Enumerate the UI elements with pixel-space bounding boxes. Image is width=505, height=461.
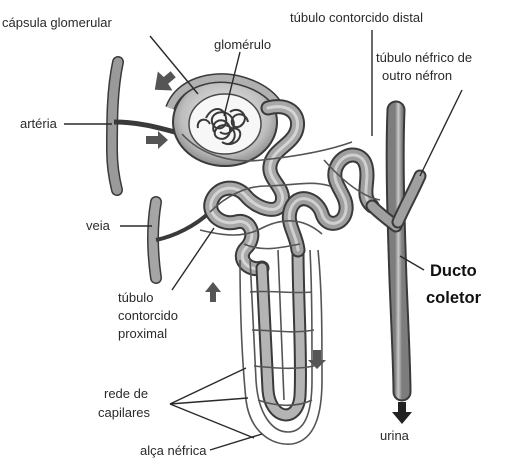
distal-convoluted-tubule: [289, 155, 372, 250]
label-proximal-2: contorcido: [118, 308, 178, 323]
label-capsula-glomerular: cápsula glomerular: [2, 15, 113, 30]
label-veia: veia: [86, 218, 111, 233]
vein-vessel: [153, 202, 210, 278]
label-capilares: capilares: [98, 405, 151, 420]
collecting-duct: [372, 110, 420, 392]
flow-arrow-icon: [205, 282, 221, 302]
label-alca-nefrica: alça néfrica: [140, 443, 207, 458]
label-arteria: artéria: [20, 116, 58, 131]
label-ducto: Ducto: [430, 262, 477, 280]
label-proximal-3: proximal: [118, 326, 167, 341]
label-proximal-1: túbulo: [118, 290, 153, 305]
label-tubulo-nefrico-outro-2: outro néfron: [382, 68, 452, 83]
label-tubulo-contorcido-distal: túbulo contorcido distal: [290, 10, 423, 25]
flow-arrow-icon: [146, 131, 168, 149]
urine-arrow-icon: [392, 402, 412, 424]
label-glomerulo: glomérulo: [214, 37, 271, 52]
label-urina: urina: [380, 428, 410, 443]
artery-vessel: [112, 62, 182, 190]
label-rede-de: rede de: [104, 386, 148, 401]
label-coletor: coletor: [426, 289, 482, 307]
label-tubulo-nefrico-outro-1: túbulo néfrico de: [376, 50, 472, 65]
